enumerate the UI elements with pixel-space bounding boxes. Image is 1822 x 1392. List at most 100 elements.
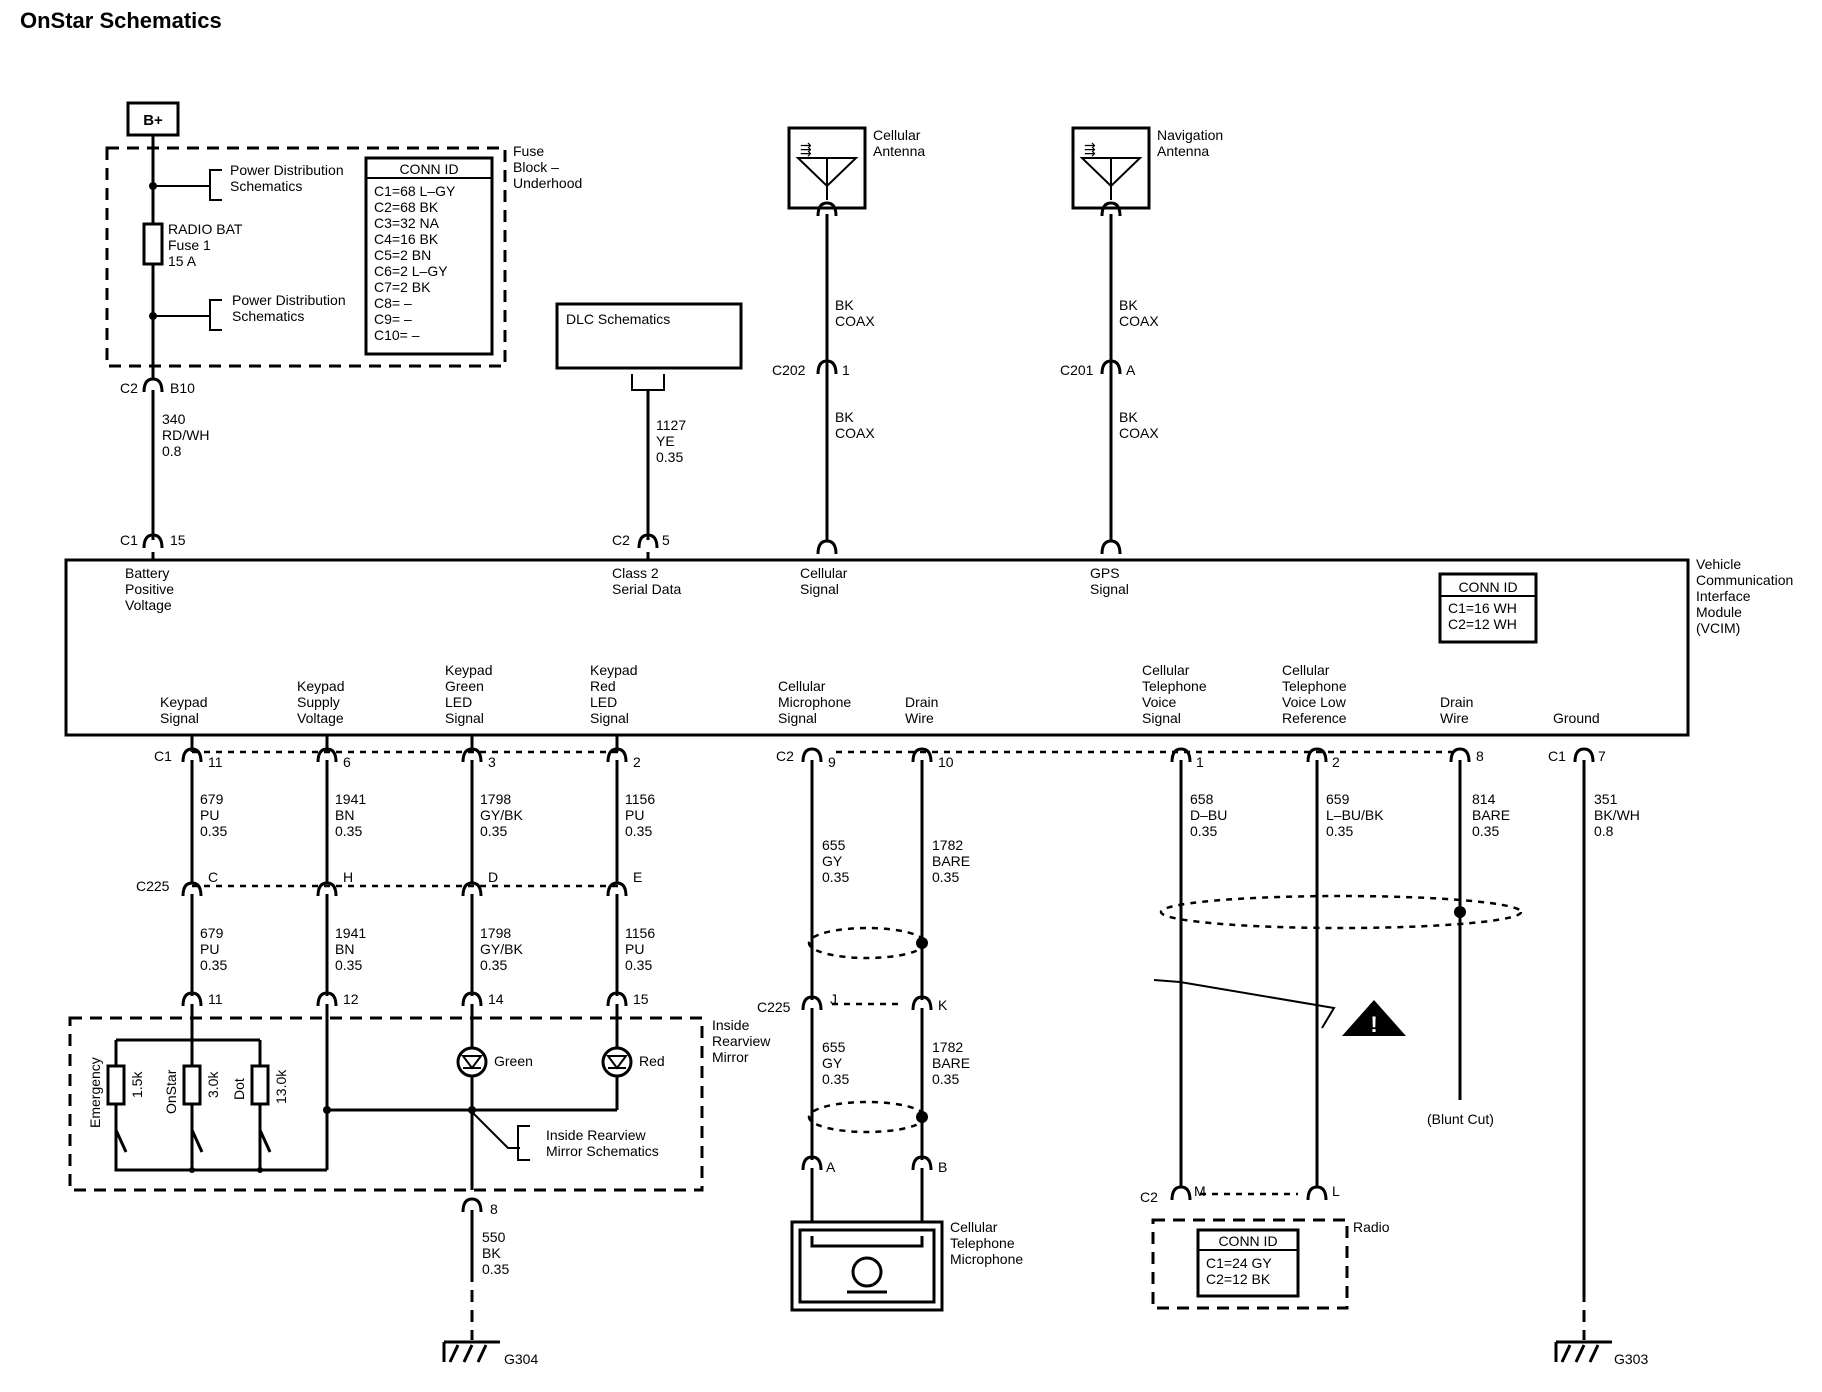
navigation-antenna-label-2: Antenna <box>1157 143 1209 159</box>
microphone-symbol <box>851 1256 883 1288</box>
fuse-conn-id-row: C6=2 L–GY <box>374 263 448 279</box>
dlc-wire-circuit: 1127 <box>656 417 686 433</box>
mic-wire-a2-size: 0.35 <box>822 1071 849 1087</box>
mirror-outline <box>68 1016 704 1192</box>
mirror-schem-label-1: Inside Rearview <box>546 1127 646 1143</box>
voice-label-3: Voice <box>1142 694 1176 710</box>
bplus-box <box>126 101 180 137</box>
mic-wire-b1-circuit: 1782 <box>932 837 963 853</box>
navigation-antenna-label-1: Navigation <box>1157 127 1223 143</box>
vcim-conn-id-title: CONN ID <box>1458 579 1517 595</box>
mic-label-2: Telephone <box>950 1235 1015 1251</box>
radio-pin-l: L <box>1332 1183 1340 1199</box>
keypad-wire-bottom-label: 1156 <box>625 925 655 941</box>
red-led-label-4: Signal <box>590 710 629 726</box>
keypad-c1-pin: 2 <box>633 754 641 770</box>
battery-label-2: Positive <box>125 581 174 597</box>
mic-label-3: Microphone <box>950 1251 1023 1267</box>
ground-g303: G303 <box>1614 1351 1648 1367</box>
keypad-wire-bottom-label: 0.35 <box>625 957 652 973</box>
mirror-pin: 14 <box>488 991 504 1007</box>
mic-signal-label-3: Signal <box>778 710 817 726</box>
mic-shield-2 <box>807 1100 927 1134</box>
power-dist-2-line-1: Power Distribution <box>232 292 346 308</box>
vcim-label-3: Interface <box>1696 588 1751 604</box>
drain2-label-2: Wire <box>1440 710 1469 726</box>
keypad-c225-pin: E <box>633 869 642 885</box>
keypad-c225-pin: D <box>488 869 498 885</box>
mic-signal-label-1: Cellular <box>778 678 826 694</box>
cell-wire-bottom-color: BK <box>835 409 854 425</box>
dlc-wire-size: 0.35 <box>656 449 683 465</box>
cellular-antenna-label-2: Antenna <box>873 143 925 159</box>
keypad-wire-top-label: 679 <box>200 791 224 807</box>
mic-wire-b2-size: 0.35 <box>932 1071 959 1087</box>
vcim-conn-id-table <box>1438 572 1538 644</box>
vcim-top-c2-pin: 5 <box>662 532 670 548</box>
vcim-conn-id-c2: C2=12 WH <box>1448 616 1517 632</box>
vcim-label-2: Communication <box>1696 572 1793 588</box>
fuse-conn-id-table <box>364 156 494 356</box>
cell-wire-top-color: BK <box>835 297 854 313</box>
mirror-label-2: Rearview <box>712 1033 771 1049</box>
voice-low-label-4: Reference <box>1282 710 1347 726</box>
voice-low-label-2: Telephone <box>1282 678 1347 694</box>
ground-c1-label: C1 <box>1548 748 1566 764</box>
cellular-antenna-label-1: Cellular <box>873 127 921 143</box>
inside-rearview-mirror: Inside Rearview Mirror Emergency OnStar … <box>68 1008 771 1367</box>
vcim-label-1: Vehicle <box>1696 556 1741 572</box>
power-wire-circuit: 340 <box>162 411 186 427</box>
fuse-conn-id-row: C7=2 BK <box>374 279 431 295</box>
radio-conn-id-c1: C1=24 GY <box>1206 1255 1272 1271</box>
ground-wire-circuit: 351 <box>1594 791 1618 807</box>
led-red <box>601 1046 633 1078</box>
fuse-rating: 15 A <box>168 253 197 269</box>
keypad-signal-label-2: Signal <box>160 710 199 726</box>
radio-circuit: 1 2 8 C1 7 658 D–BU 0.35 659 L–BU/BK 0.3… <box>1140 747 1648 1367</box>
mic-wire-a1-color: GY <box>822 853 843 869</box>
voice-low-wire-circuit: 659 <box>1326 791 1350 807</box>
class2-label-2: Serial Data <box>612 581 681 597</box>
radio-outline <box>1151 1218 1349 1310</box>
cellular-antenna-rays: ⇶ <box>800 141 812 157</box>
fuse-conn-id-row: C9= – <box>374 311 412 327</box>
power-c2-pin: B10 <box>170 380 195 396</box>
vcim-top-c1: C1 <box>120 532 138 548</box>
mirror-schem-label-2: Mirror Schematics <box>546 1143 659 1159</box>
cell-wire-bottom-type: COAX <box>835 425 875 441</box>
battery-label-3: Voltage <box>125 597 172 613</box>
mic-c225-label: C225 <box>757 999 791 1015</box>
keypad-c1-pin: 6 <box>343 754 351 770</box>
mic-wire-b1-color: BARE <box>932 853 970 869</box>
cellular-antenna: ⇶ Cellular Antenna BK COAX C202 1 BK COA… <box>772 126 925 540</box>
keypad-wire-bottom-label: 1941 <box>335 925 366 941</box>
mic-c225-j: J <box>830 991 837 1007</box>
fuse-conn-id-title: CONN ID <box>399 161 458 177</box>
fuse-conn-id-row: C1=68 L–GY <box>374 183 456 199</box>
gps-signal-label-1: GPS <box>1090 565 1120 581</box>
keypad-wire-top-label: 0.35 <box>480 823 507 839</box>
ground-label: Ground <box>1553 710 1600 726</box>
radio-label: Radio <box>1353 1219 1390 1235</box>
fuse-name: RADIO BAT <box>168 221 243 237</box>
mirror-ground-pin: 8 <box>490 1201 498 1217</box>
voice-wire-color: D–BU <box>1190 807 1227 823</box>
voice-label-1: Cellular <box>1142 662 1190 678</box>
fuse-block-label-2: Block – <box>513 159 559 175</box>
fuse-block-label-3: Underhood <box>513 175 582 191</box>
bplus-label: B+ <box>143 112 163 129</box>
radio-conn-id-title: CONN ID <box>1218 1233 1277 1249</box>
twisted-pair-shield <box>1159 894 1523 930</box>
keypad-harness: C1 C225 11C11679PU0.35679PU0.356H121941B… <box>136 735 655 1008</box>
cell-conn-pin: 1 <box>842 362 850 378</box>
mirror-pin: 12 <box>343 991 359 1007</box>
cellular-signal-label-1: Cellular <box>800 565 848 581</box>
drain2-wire-color: BARE <box>1472 807 1510 823</box>
nav-conn-pin: A <box>1126 362 1136 378</box>
cell-conn-label: C202 <box>772 362 806 378</box>
nav-wire-bottom-type: COAX <box>1119 425 1159 441</box>
button-onstar: OnStar <box>163 1069 179 1114</box>
warning-icon <box>1342 1000 1406 1036</box>
keypad-supply-label-3: Voltage <box>297 710 344 726</box>
